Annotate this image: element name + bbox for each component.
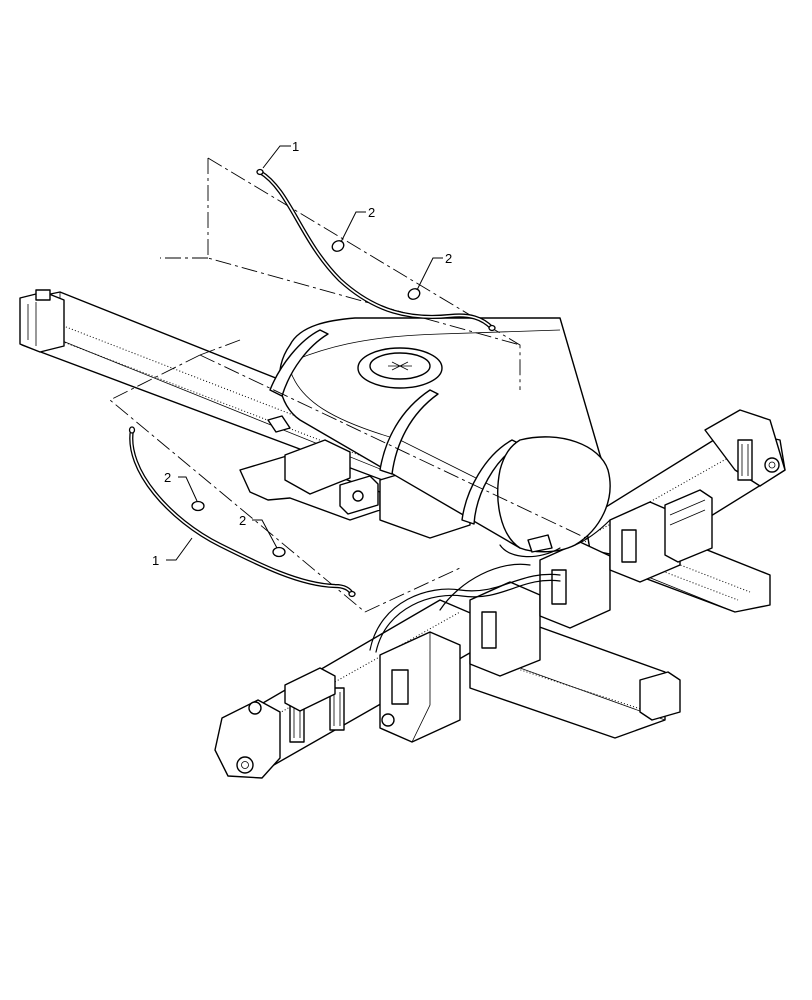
hose-part-1-lower: [128, 426, 356, 598]
callout-1-lower: 1: [152, 553, 159, 568]
callout-1-upper: 1: [292, 139, 299, 154]
hose-part-1-upper: [256, 168, 496, 332]
row-unit-brackets: [284, 489, 713, 743]
callout-2-a: 2: [368, 205, 375, 220]
seal-part-2-b: [407, 288, 421, 300]
seal-part-2-d: [272, 546, 286, 558]
seal-part-2-a: [331, 240, 345, 252]
seal-part-2-c: [191, 500, 205, 512]
tank: [269, 317, 611, 558]
callout-2-c: 2: [164, 470, 171, 485]
callout-2-d: 2: [239, 513, 246, 528]
callout-2-b: 2: [445, 251, 452, 266]
leader-lines: [166, 145, 443, 561]
phantom-lines: [109, 157, 591, 613]
